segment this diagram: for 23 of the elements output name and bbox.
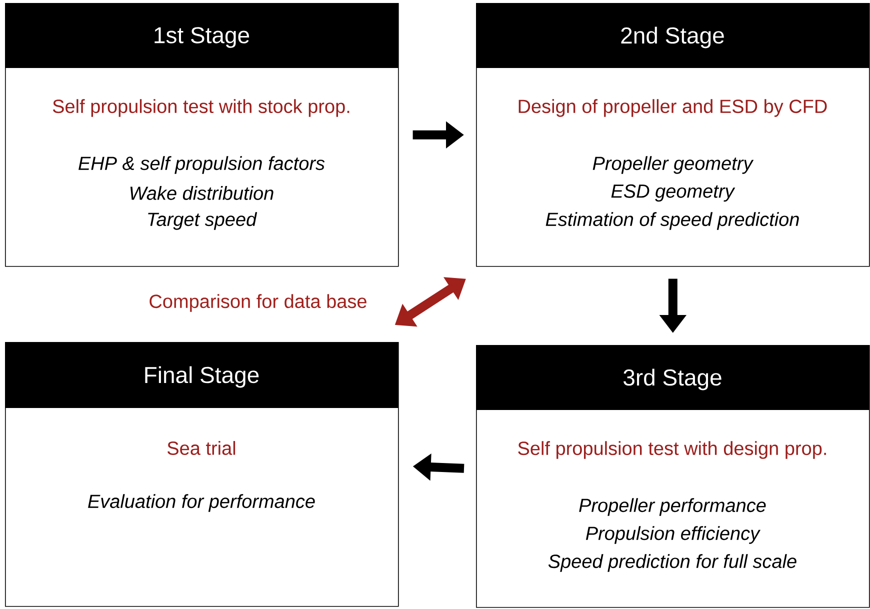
stage-task: Design of propeller and ESD by CFD	[518, 99, 827, 117]
stage-title: 3rd Stage	[624, 368, 722, 390]
stage-card	[5, 342, 399, 607]
result-item: Propulsion efficiency	[586, 526, 761, 544]
result-item: Wake distribution	[130, 186, 274, 200]
result-item: Propeller geometry	[592, 156, 754, 174]
result-item: Estimation of speed prediction	[546, 212, 799, 230]
result-item: EHP & self propulsion factors	[78, 156, 325, 174]
stage-title: Final Stage	[145, 366, 259, 388]
stage-card	[5, 3, 399, 267]
stage-task: Self propulsion test with stock prop.	[52, 99, 350, 117]
result-item: ESD geometry	[611, 184, 736, 202]
result-item: Target speed	[148, 212, 258, 230]
stage-title: 1st Stage	[154, 27, 250, 48]
stage-card	[476, 3, 870, 267]
result-item: Evaluation for performance	[88, 494, 315, 512]
stage-task: Sea trial	[168, 441, 236, 455]
result-item: Speed prediction for full scale	[548, 554, 796, 572]
stage-task: Self propulsion test with design prop.	[518, 441, 826, 459]
stage-card	[476, 345, 870, 608]
edge-label: Comparison for data base	[150, 294, 366, 312]
stage-title: 2nd Stage	[621, 26, 724, 48]
result-item: Propeller performance	[579, 498, 766, 516]
